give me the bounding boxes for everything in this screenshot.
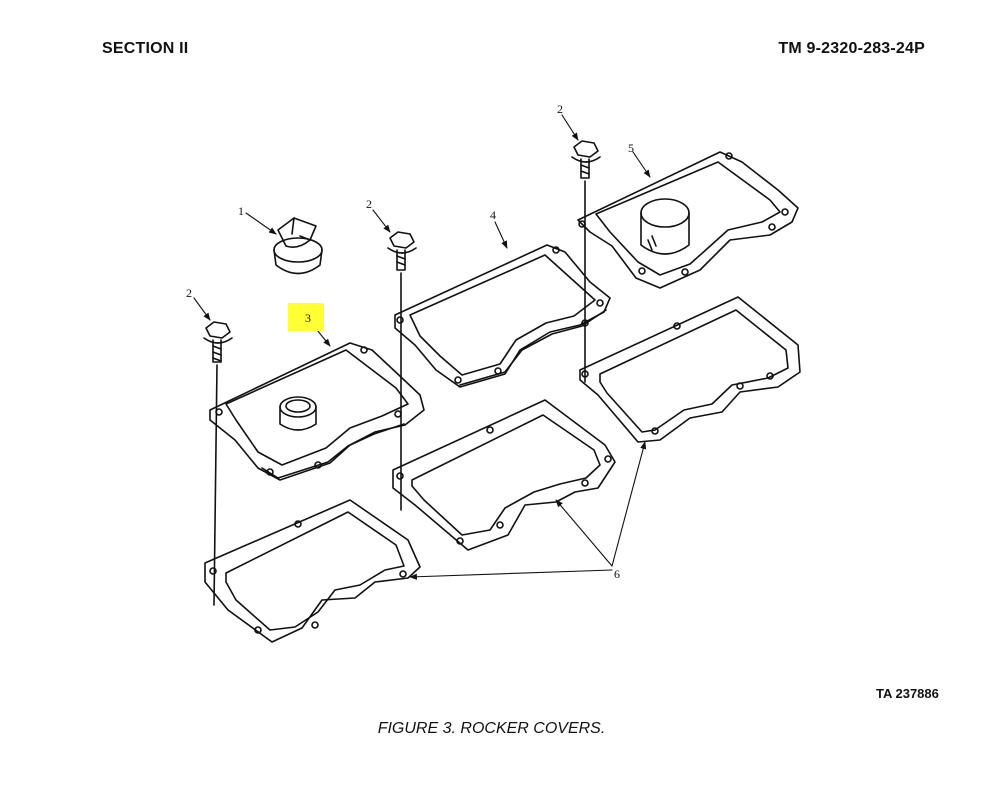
oil-filler-cap [273,217,323,275]
rocker-cover-right [577,151,799,289]
section-header: SECTION II [102,40,189,57]
callout-3-label: 3 [305,311,311,325]
figure-caption: FIGURE 3. ROCKER COVERS. [0,720,989,738]
callout-highlight [288,303,324,331]
bolt-middle [387,231,417,511]
rocker-cover-left [209,342,425,481]
bolt-right [571,140,601,383]
callout-1-label: 1 [238,204,244,218]
gasket-middle [392,399,616,551]
callout-5-label: 5 [628,141,634,155]
tm-number-header: TM 9-2320-283-24P [778,40,925,57]
callout-4-label: 4 [490,208,496,222]
gasket-left [204,499,421,643]
rocker-cover-middle [394,244,611,388]
callout-6-label: 6 [614,567,620,581]
callout-2-middle-label: 2 [366,197,372,211]
bolt-left [203,321,233,606]
leader-lines [193,114,651,580]
callout-2-right-label: 2 [557,102,563,116]
ta-number: TA 237886 [876,686,939,701]
gasket-right [579,296,801,443]
figure-caption-text: FIGURE 3. ROCKER COVERS. [377,720,606,737]
callout-2-left-label: 2 [186,286,192,300]
